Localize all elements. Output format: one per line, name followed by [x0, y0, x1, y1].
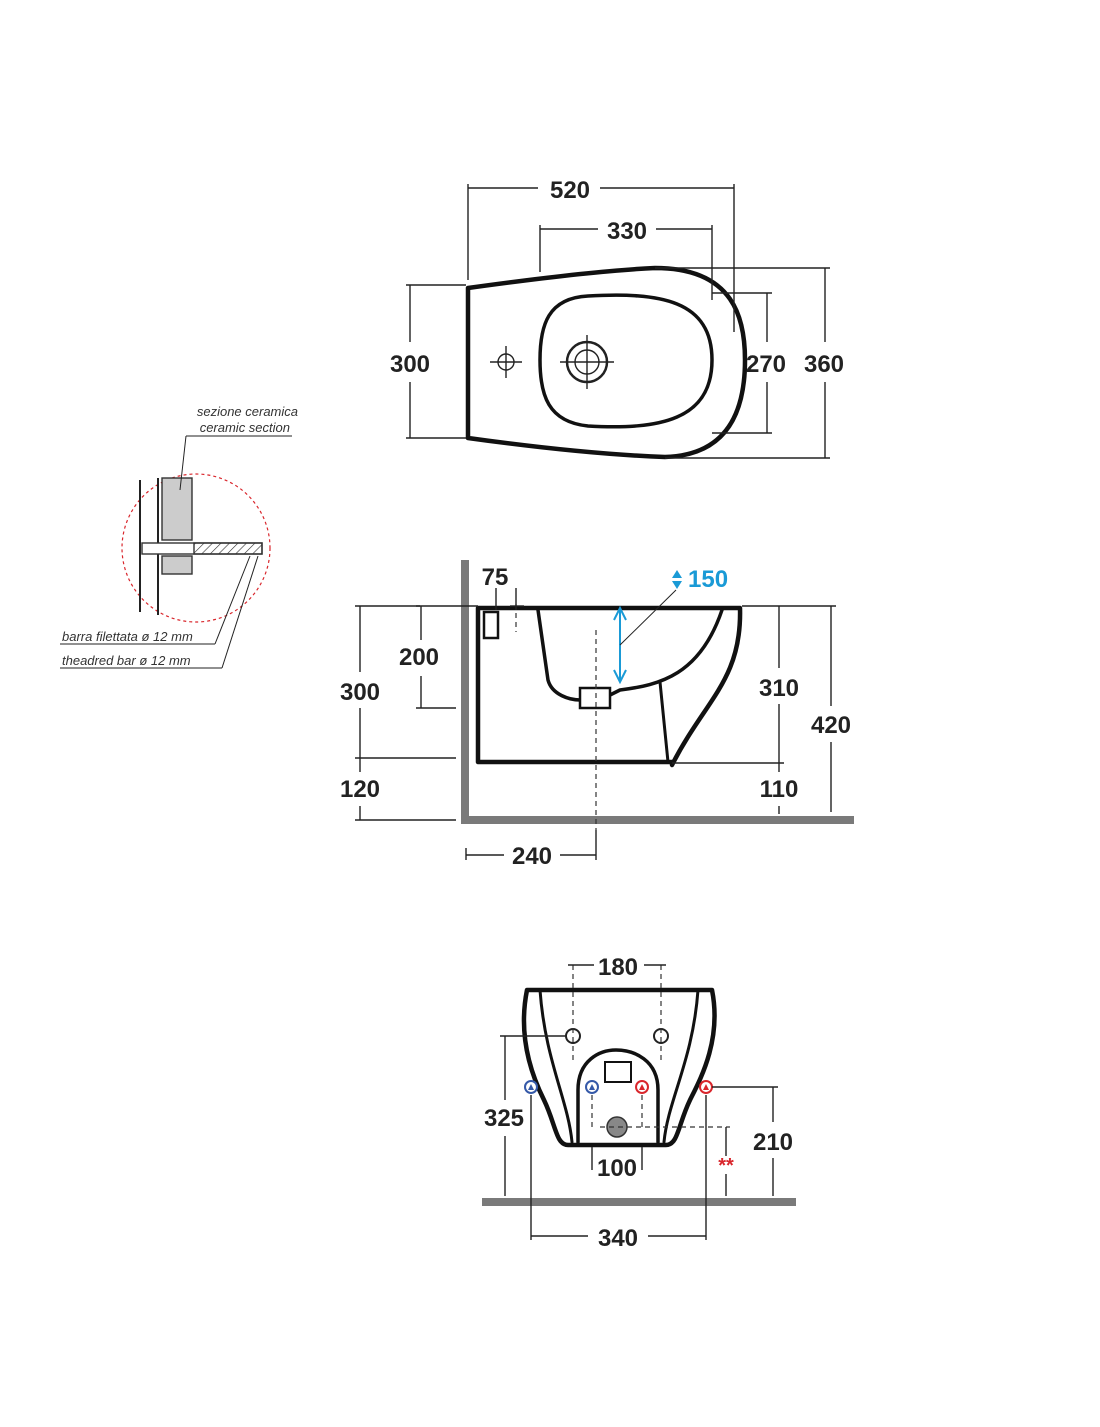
- dim-width-total: 520: [550, 177, 590, 204]
- dim-offset-top: 75: [482, 564, 509, 591]
- dim-drain-spacing: 100: [597, 1155, 637, 1182]
- dim-width-inner: 330: [607, 218, 647, 245]
- rear-view-arch: [576, 1048, 660, 1144]
- side-view-outline: [475, 605, 743, 768]
- label-section-it: sezione ceramica: [197, 404, 298, 419]
- dim-supply-spacing: 340: [598, 1225, 638, 1252]
- label-section-en: ceramic section: [200, 420, 290, 435]
- rear-view-outline: [521, 987, 717, 1148]
- hot-supply-left-icon: [635, 1080, 649, 1094]
- side-drain-spigot: [578, 686, 612, 710]
- dim-height-total: 420: [811, 712, 851, 739]
- dim-drain-height: 210: [753, 1129, 793, 1156]
- note-mark: **: [718, 1155, 734, 1177]
- hot-supply-right-icon: [699, 1080, 713, 1094]
- dim-height-fix: 300: [340, 679, 380, 706]
- dim-depth-left: 300: [390, 351, 430, 378]
- side-view: 75 150 200 300 120 310 420: [340, 560, 854, 870]
- dim-depth-total: 360: [804, 351, 844, 378]
- detail-circle: [121, 473, 271, 623]
- top-view: 520 330 300 270 360: [390, 177, 844, 460]
- section-detail: sezione ceramica ceramic section barra f…: [60, 404, 298, 669]
- dim-height-bottom: 110: [760, 776, 799, 803]
- top-view-bowl: [538, 293, 714, 429]
- dim-height-body: 310: [759, 675, 799, 702]
- cold-supply-left-icon: [524, 1080, 538, 1094]
- dim-depth-inner: 270: [746, 351, 786, 378]
- ceramic-section-block: [161, 477, 193, 541]
- dim-fix-spacing: 180: [598, 954, 638, 981]
- dim-drain-distance: 240: [512, 843, 552, 870]
- top-view-outline: [465, 265, 748, 460]
- dim-height-upper: 200: [399, 644, 439, 671]
- fixing-slot: [482, 610, 500, 640]
- dim-bowl-depth: 150: [688, 566, 728, 593]
- dim-height-floor: 120: [340, 776, 380, 803]
- depth-arrow-icon: [672, 570, 682, 589]
- dim-supply-height: 325: [484, 1105, 524, 1132]
- cold-supply-right-icon: [585, 1080, 599, 1094]
- rear-view: 180 325 210 ** 100 340: [482, 954, 796, 1252]
- label-bar-en: theadred bar ø 12 mm: [62, 653, 191, 668]
- side-view-bowl: [536, 608, 724, 702]
- label-bar-it: barra filettata ø 12 mm: [62, 629, 193, 644]
